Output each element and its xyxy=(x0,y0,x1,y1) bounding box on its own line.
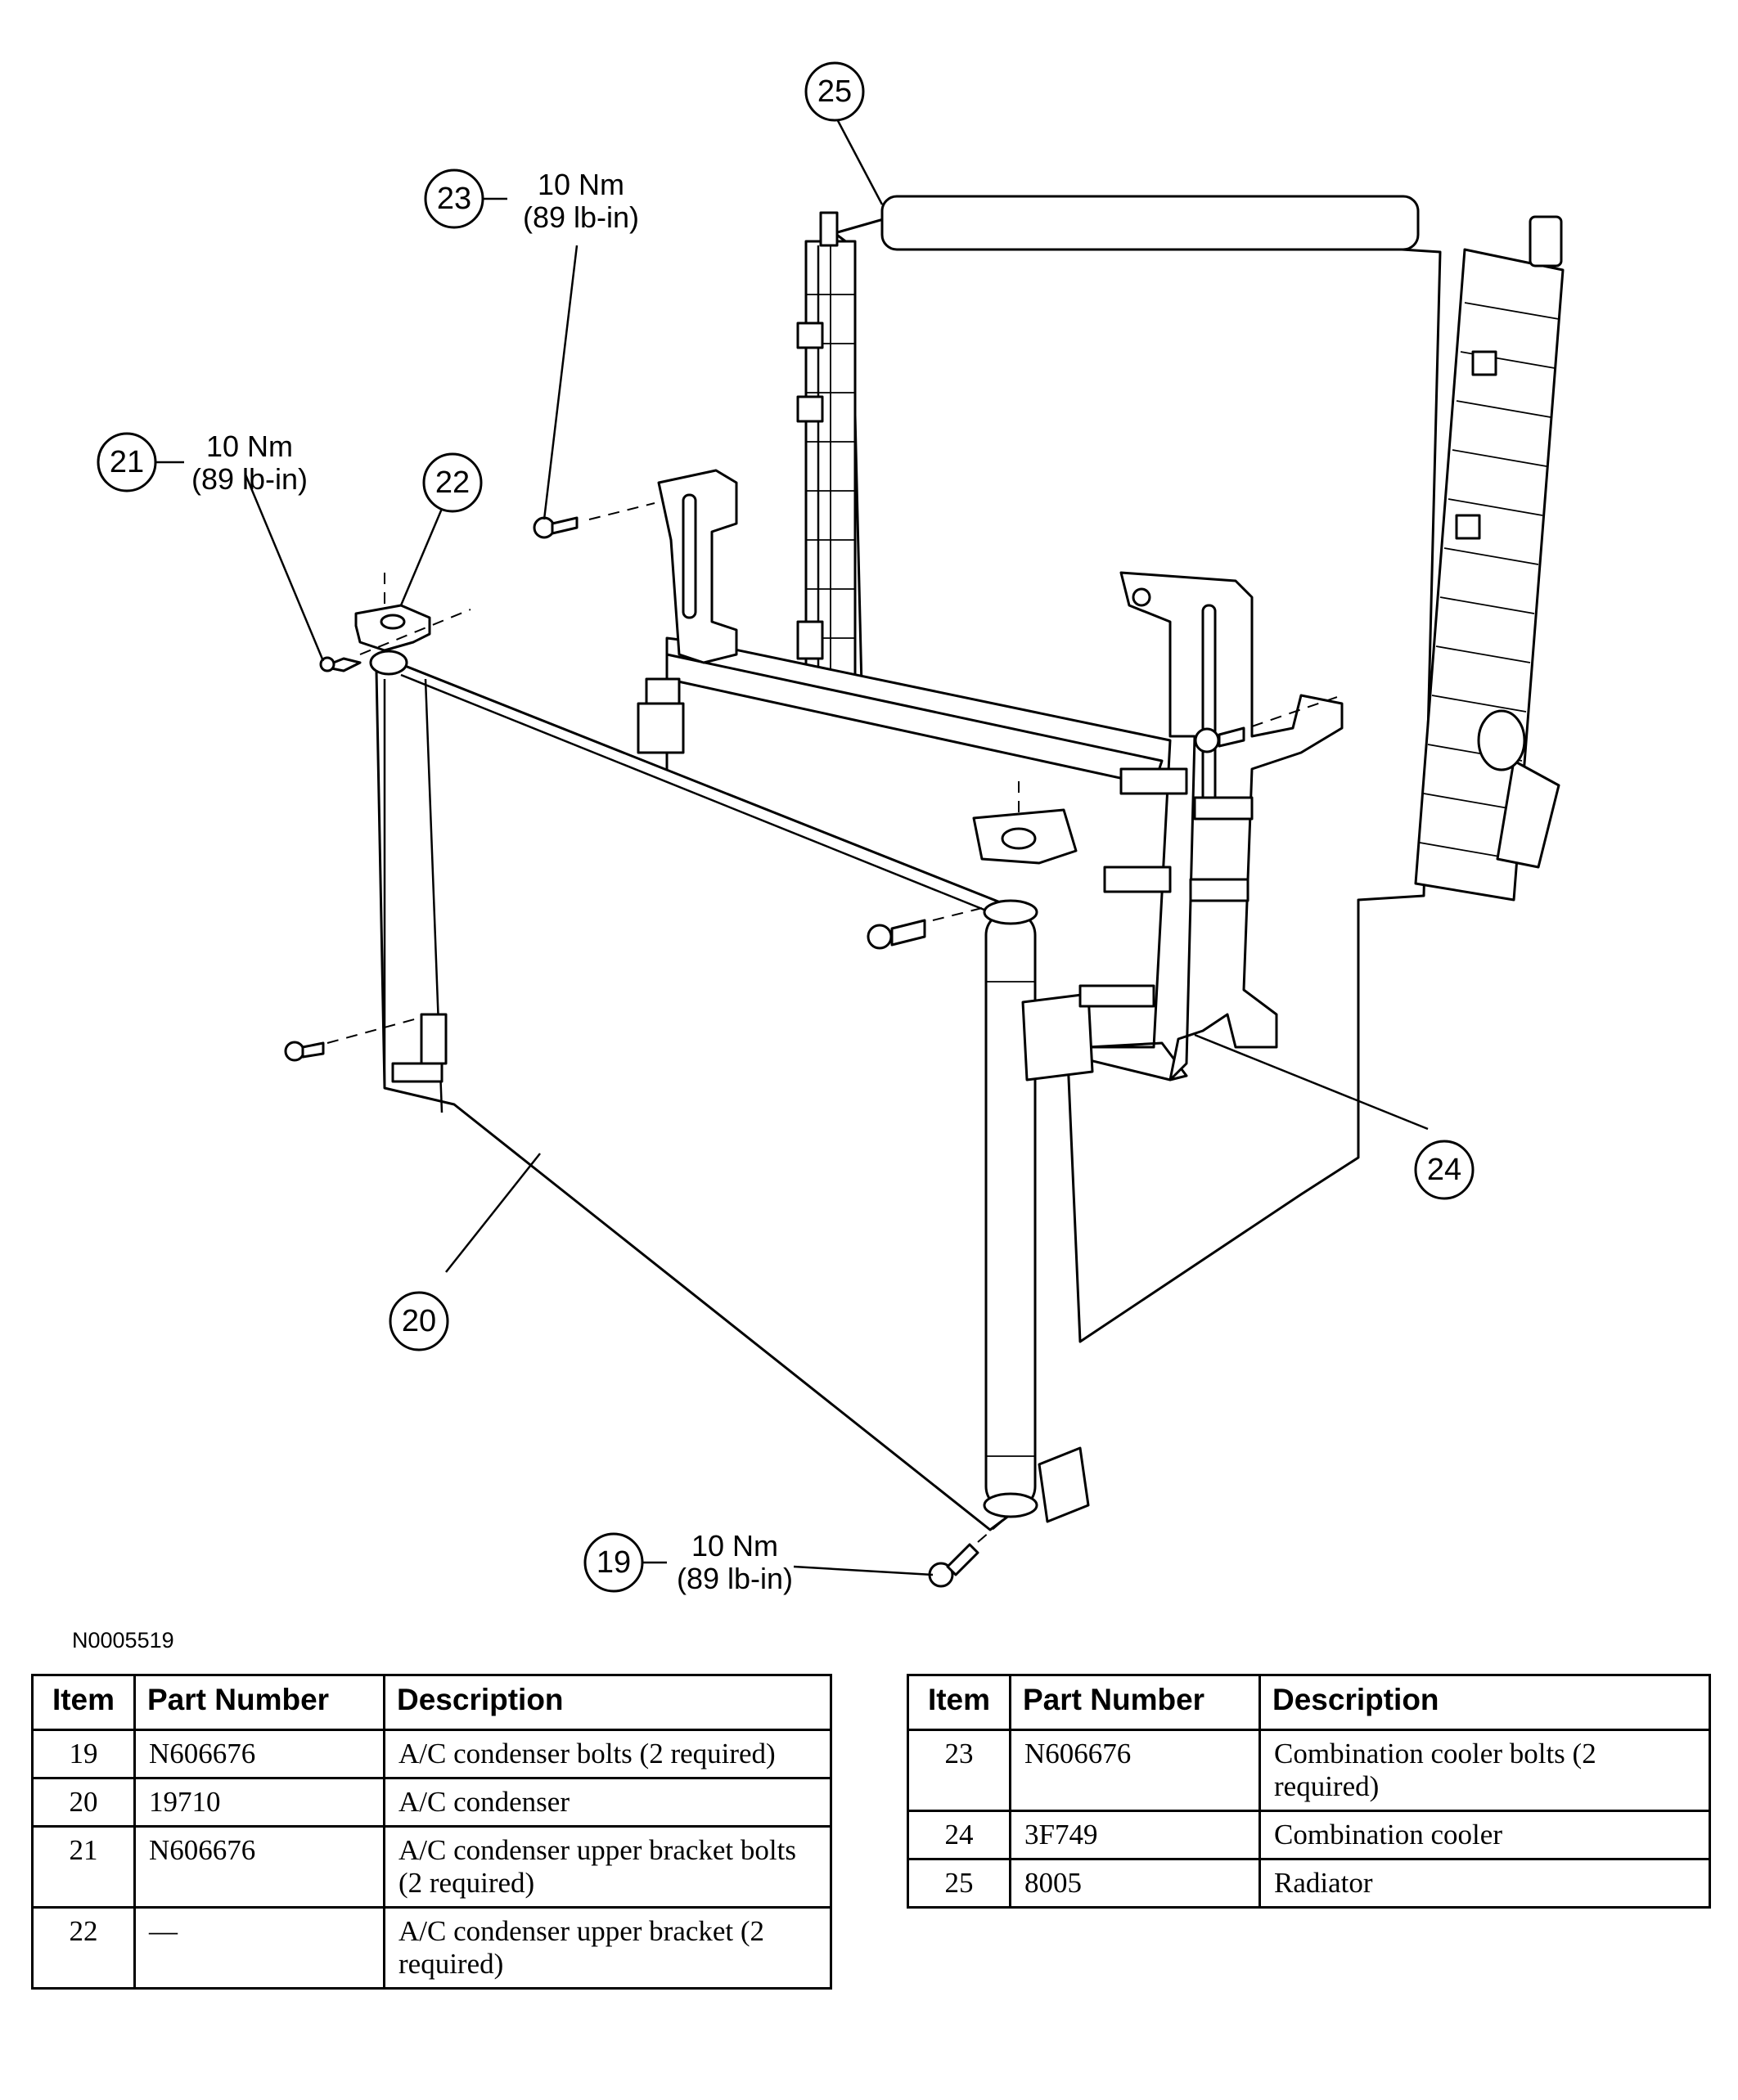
cell-part-number: 19710 xyxy=(133,1777,385,1828)
cell-item: 21 xyxy=(31,1825,136,1909)
cell-part-number: 3F749 xyxy=(1009,1810,1261,1860)
svg-text:(89 lb-in): (89 lb-in) xyxy=(191,462,308,496)
table-row: 25 8005 Radiator xyxy=(907,1858,1711,1909)
table-row: 20 19710 A/C condenser xyxy=(31,1777,832,1828)
svg-text:21: 21 xyxy=(110,445,144,479)
bolt-23 xyxy=(533,502,655,539)
svg-text:22: 22 xyxy=(435,465,470,500)
header-item: Item xyxy=(907,1674,1011,1731)
svg-text:24: 24 xyxy=(1427,1153,1461,1187)
callout-21: 21 xyxy=(97,432,157,492)
leader-lines xyxy=(155,114,1429,1576)
exploded-view-diagram: 25 23 21 22 24 20 19 10 Nm (89 lb-in) 10… xyxy=(97,61,1565,1595)
callout-20: 20 xyxy=(389,1291,449,1351)
cell-part-number: 8005 xyxy=(1009,1858,1261,1909)
ac-condenser xyxy=(369,650,1155,1531)
table-row: 19 N606676 A/C condenser bolts (2 requir… xyxy=(31,1729,832,1779)
cell-description: Radiator xyxy=(1258,1858,1711,1909)
parts-table-right: Item Part Number Description 23 N606676 … xyxy=(907,1674,1711,1909)
svg-text:20: 20 xyxy=(402,1304,436,1338)
torque-21: 10 Nm (89 lb-in) xyxy=(191,429,308,496)
svg-text:10 Nm: 10 Nm xyxy=(206,429,293,463)
svg-text:10 Nm: 10 Nm xyxy=(691,1529,778,1563)
callout-23: 23 xyxy=(424,169,484,229)
bolt-condenser-left xyxy=(284,1018,418,1062)
table-row: 22 — A/C condenser upper bracket (2 requ… xyxy=(31,1906,832,1990)
callout-19: 19 xyxy=(583,1532,644,1593)
cell-description: A/C condenser bolts (2 required) xyxy=(383,1729,832,1779)
header-item: Item xyxy=(31,1674,136,1731)
cell-part-number: N606676 xyxy=(1009,1729,1261,1812)
callout-25: 25 xyxy=(804,61,865,122)
table-row: 23 N606676 Combination cooler bolts (2 r… xyxy=(907,1729,1711,1812)
header-part-number: Part Number xyxy=(1009,1674,1261,1731)
table-row: 21 N606676 A/C condenser upper bracket b… xyxy=(31,1825,832,1909)
upper-bracket-right xyxy=(972,781,1078,865)
cell-description: Combination cooler bolts (2 required) xyxy=(1258,1729,1711,1812)
table-header-row: Item Part Number Description xyxy=(31,1674,832,1731)
bolt-condenser-mid xyxy=(867,907,983,950)
header-description: Description xyxy=(1258,1674,1711,1731)
cell-description: Combination cooler xyxy=(1258,1810,1711,1860)
svg-text:19: 19 xyxy=(597,1545,631,1580)
table-row: 24 3F749 Combination cooler xyxy=(907,1810,1711,1860)
cell-item: 19 xyxy=(31,1729,136,1779)
bolt-combo-right xyxy=(1194,695,1343,753)
svg-text:(89 lb-in): (89 lb-in) xyxy=(523,200,639,234)
torque-23: 10 Nm (89 lb-in) xyxy=(523,168,639,234)
cell-part-number: — xyxy=(133,1906,385,1990)
callout-24: 24 xyxy=(1414,1140,1475,1200)
cell-description: A/C condenser upper bracket bolts (2 req… xyxy=(383,1825,832,1909)
cell-item: 22 xyxy=(31,1906,136,1990)
callout-22: 22 xyxy=(422,452,483,513)
upper-bracket-left xyxy=(354,573,431,652)
header-description: Description xyxy=(383,1674,832,1731)
figure-id: N0005519 xyxy=(72,1628,174,1653)
cell-part-number: N606676 xyxy=(133,1825,385,1909)
header-part-number: Part Number xyxy=(133,1674,385,1731)
table-header-row: Item Part Number Description xyxy=(907,1674,1711,1731)
cell-part-number: N606676 xyxy=(133,1729,385,1779)
bolt-19 xyxy=(928,1517,1007,1588)
cell-item: 25 xyxy=(907,1858,1011,1909)
cell-description: A/C condenser xyxy=(383,1777,832,1828)
svg-text:(89 lb-in): (89 lb-in) xyxy=(677,1562,793,1595)
cell-item: 24 xyxy=(907,1810,1011,1860)
parts-table-left: Item Part Number Description 19 N606676 … xyxy=(31,1674,832,1990)
svg-text:23: 23 xyxy=(437,182,471,216)
svg-text:10 Nm: 10 Nm xyxy=(538,168,624,201)
torque-19: 10 Nm (89 lb-in) xyxy=(677,1529,793,1595)
cell-item: 20 xyxy=(31,1777,136,1828)
cell-description: A/C condenser upper bracket (2 required) xyxy=(383,1906,832,1990)
svg-text:25: 25 xyxy=(817,74,852,109)
cell-item: 23 xyxy=(907,1729,1011,1812)
bolt-21 xyxy=(319,609,471,672)
